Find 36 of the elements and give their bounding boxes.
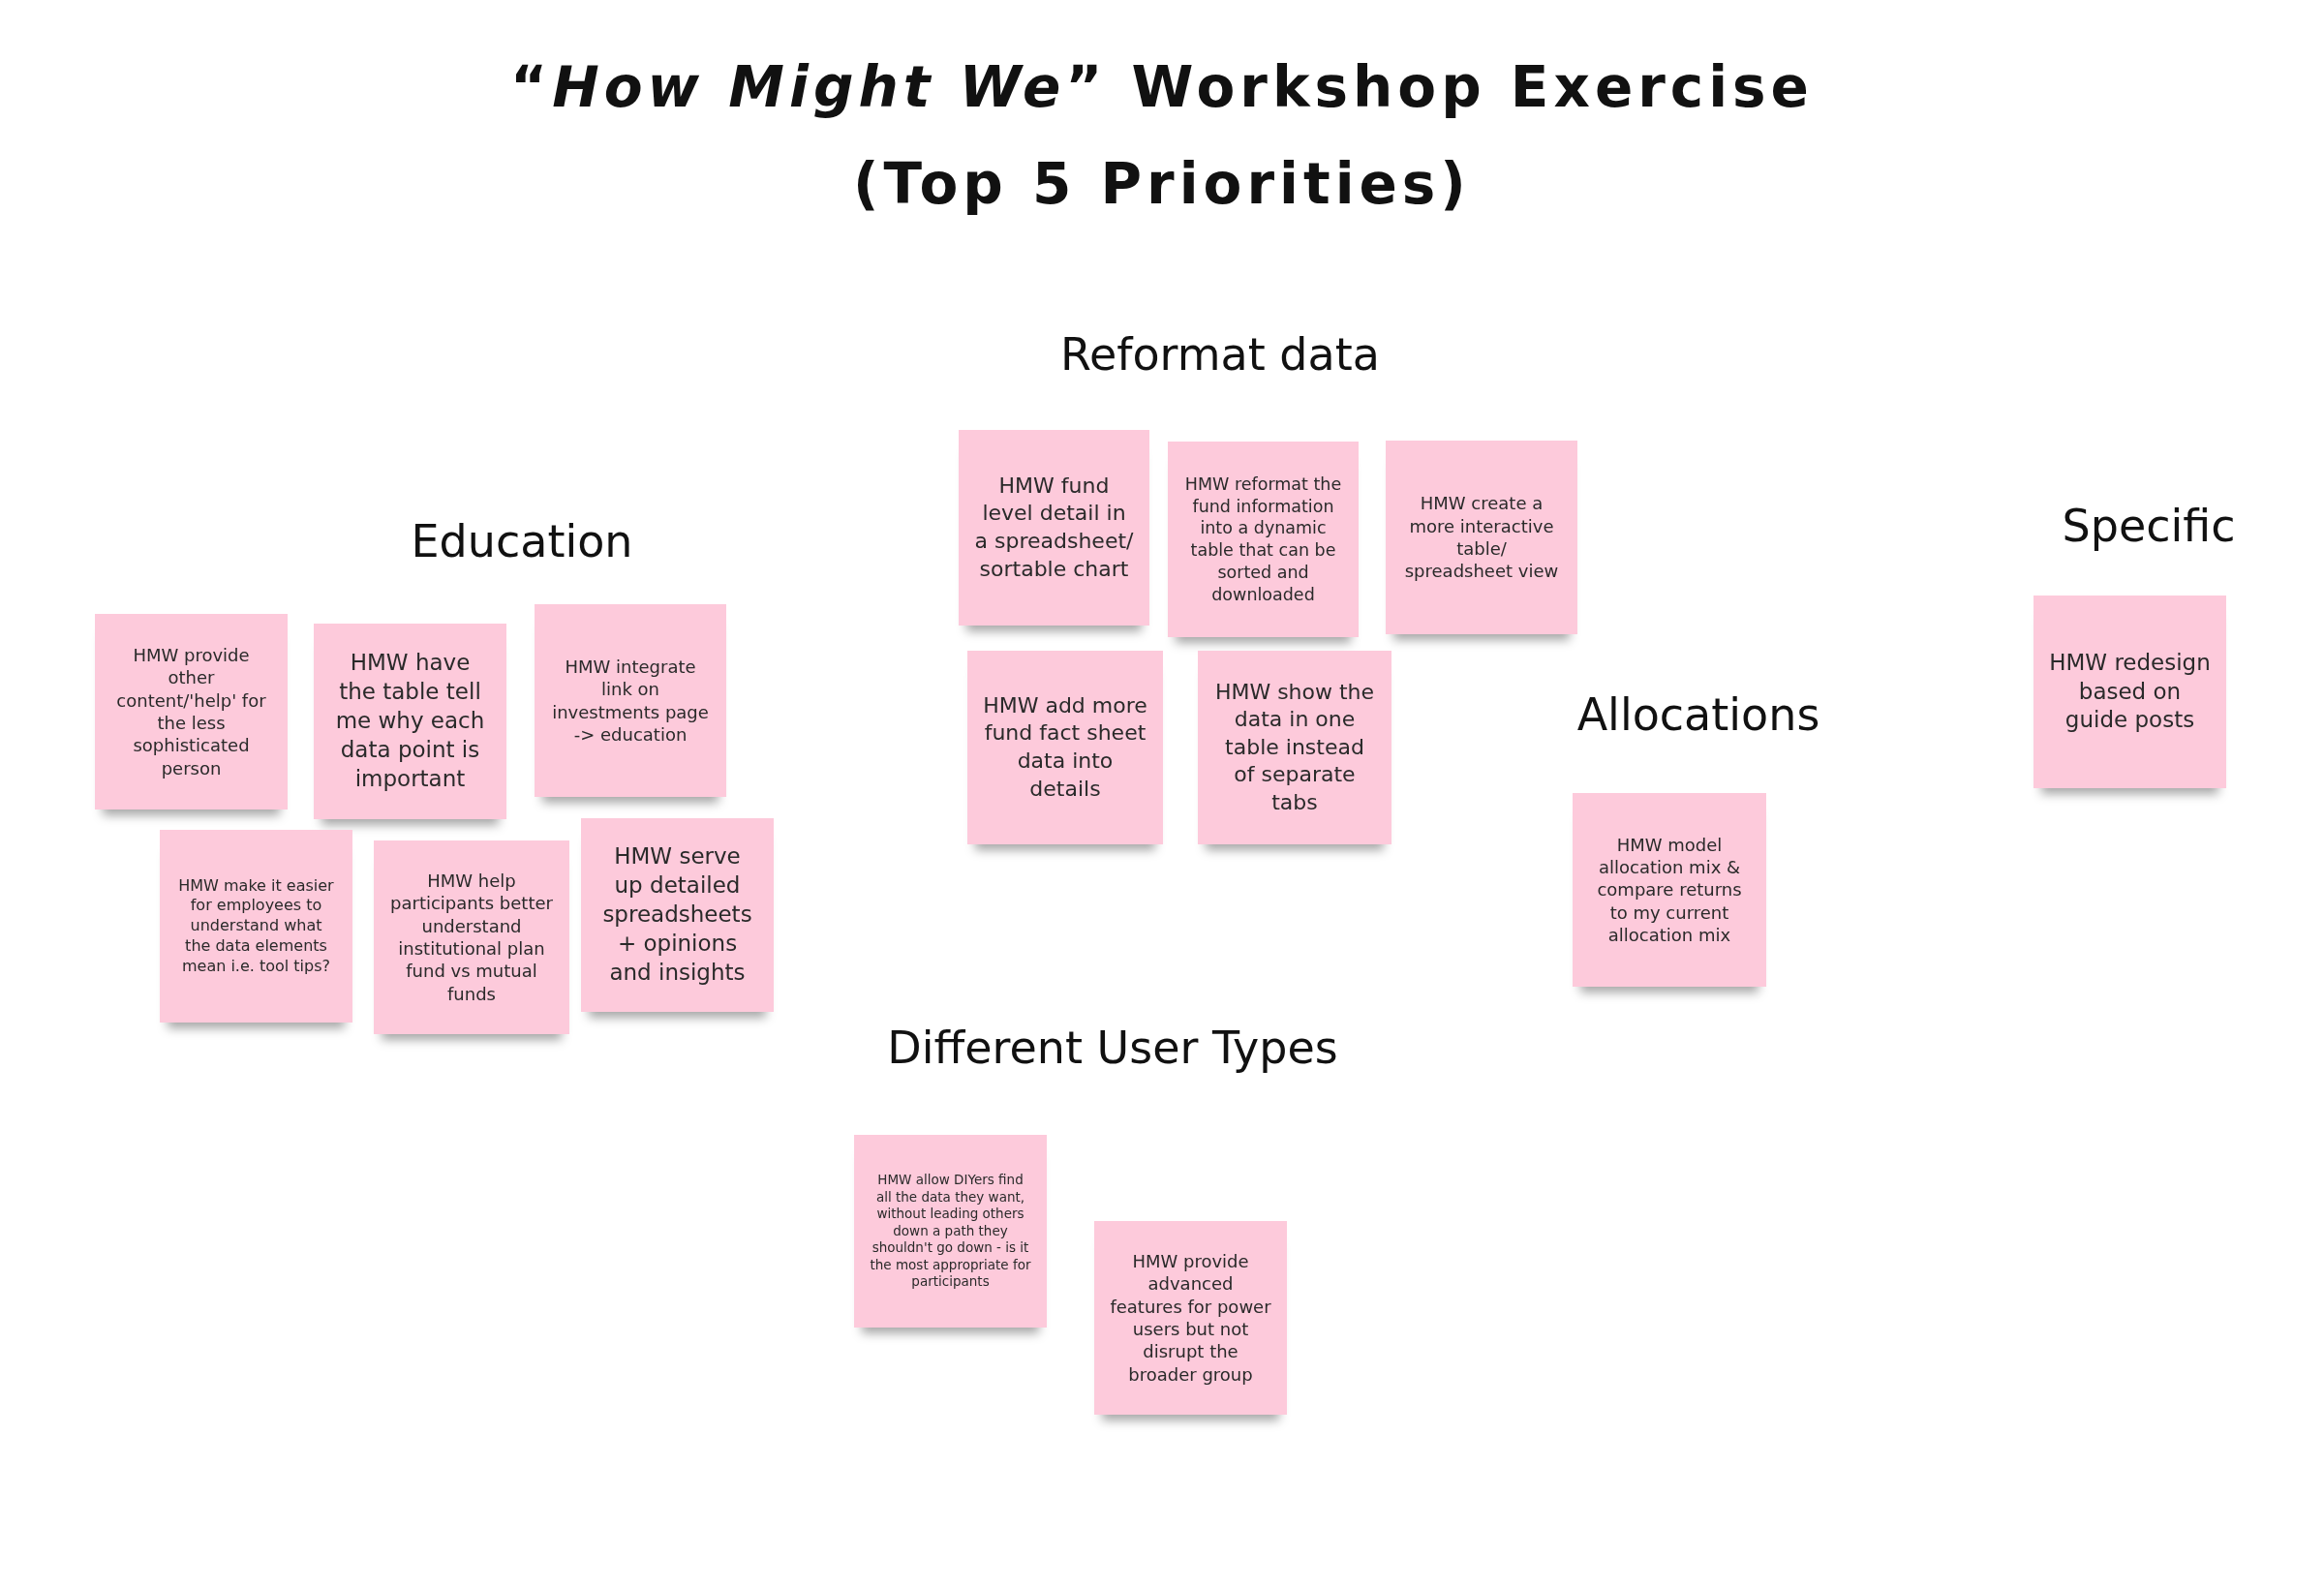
note-text: HMW make it easier for employees to understand what the data elements mean i.e. tool tips? (177, 875, 335, 977)
sticky-note (1198, 651, 1391, 844)
group-heading: Reformat data (1060, 328, 1380, 381)
sticky-note (95, 614, 288, 809)
sticky-note (959, 430, 1149, 626)
note-text: HMW create a more interactive table/ spreadsheet view (1403, 492, 1560, 583)
group-heading: Allocations (1576, 688, 1820, 741)
note-text: HMW fund level detail in a spreadsheet/ sortable chart (974, 472, 1134, 583)
sticky-note (314, 624, 506, 819)
sticky-note (1573, 793, 1766, 987)
sticky-note (374, 840, 569, 1034)
group-heading: Different User Types (887, 1022, 1338, 1074)
note-text: HMW provide other content/'help' for the less sophisticated person (115, 643, 267, 780)
note-text: HMW serve up detailed spreadsheets + opinions and insights (601, 842, 753, 987)
note-text: HMW redesign based on guide posts (2049, 648, 2211, 735)
sticky-note (1168, 442, 1359, 637)
note-text: HMW allow DIYers find all the data they want, without leading others down a path they shouldn't go down - is it the most appropriate for participants (870, 1172, 1031, 1291)
note-text: HMW model allocation mix & compare returns to my current allocation mix (1596, 833, 1743, 947)
sticky-note (854, 1135, 1047, 1328)
sticky-note (1386, 441, 1577, 634)
note-text: HMW show the data in one table instead of separate tabs (1213, 678, 1376, 816)
note-text: HMW help participants better understand institutional plan fund vs mutual funds (389, 869, 554, 1006)
note-text: HMW provide advanced features for power users but not disrupt the broader group (1110, 1249, 1271, 1387)
diagram-title: “How Might We” Workshop Exercise (Top 5 Priorities) (509, 53, 1815, 219)
group-heading: Education (411, 515, 633, 567)
note-text: HMW add more fund fact sheet data into details (983, 691, 1147, 803)
sticky-note (160, 830, 352, 1023)
sticky-note (2034, 596, 2226, 788)
group-heading: Specific (2062, 500, 2236, 552)
note-text: HMW have the table tell me why each data point is important (334, 649, 486, 793)
sticky-note (967, 651, 1163, 844)
note-text: HMW reformat the fund information into a dynamic table that can be sorted and downloaded (1183, 473, 1343, 606)
note-text: HMW integrate link on investments page -> education (551, 655, 710, 747)
sticky-note (1094, 1221, 1287, 1415)
sticky-note (581, 818, 774, 1012)
sticky-note (535, 604, 726, 797)
